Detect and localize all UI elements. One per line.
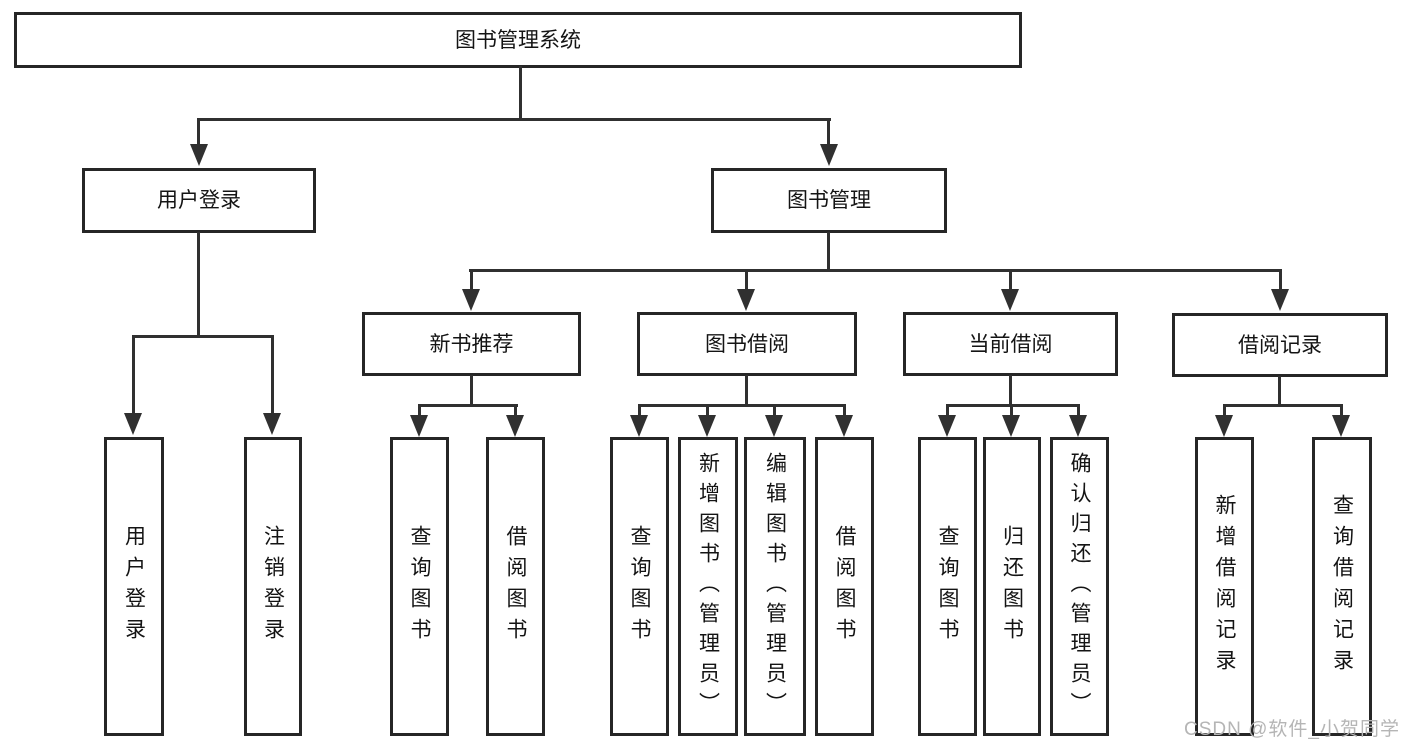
- connector-line: [1223, 406, 1226, 417]
- node-borrowing-records: 借阅记录: [1172, 313, 1388, 377]
- connector-line: [271, 337, 274, 415]
- connector-line: [1077, 406, 1080, 417]
- leaf-borrow-books-borrowing: 借阅图书: [815, 437, 874, 736]
- arrowhead-icon: [1271, 289, 1289, 311]
- leaf-add-borrow-record: 新增借阅记录: [1195, 437, 1254, 736]
- leaf-user-login: 用户登录: [104, 437, 164, 736]
- leaf-add-book-admin: 新增图书（管理员）: [678, 437, 738, 736]
- arrowhead-icon: [1215, 415, 1233, 437]
- leaf-borrow-books-recommend: 借阅图书: [486, 437, 545, 736]
- node-user-login: 用户登录: [82, 168, 316, 233]
- connector-line: [514, 406, 517, 417]
- connector-line: [827, 232, 830, 272]
- leaf-return-books: 归还图书: [983, 437, 1041, 736]
- arrowhead-icon: [124, 413, 142, 435]
- connector-line: [132, 335, 274, 338]
- arrowhead-icon: [1332, 415, 1350, 437]
- arrowhead-icon: [835, 415, 853, 437]
- connector-line: [519, 66, 522, 120]
- connector-line: [1009, 271, 1012, 291]
- connector-line: [773, 406, 776, 417]
- connector-line: [470, 375, 473, 407]
- connector-line: [469, 269, 1282, 272]
- leaf-query-books-recommend: 查询图书: [390, 437, 449, 736]
- leaf-query-books-current: 查询图书: [918, 437, 977, 736]
- connector-line: [1009, 375, 1012, 407]
- connector-line: [1279, 271, 1282, 291]
- connector-line: [197, 118, 831, 121]
- connector-line: [827, 120, 830, 148]
- connector-line: [132, 337, 135, 415]
- connector-line: [706, 406, 709, 417]
- arrowhead-icon: [1001, 289, 1019, 311]
- arrowhead-icon: [737, 289, 755, 311]
- connector-line: [470, 271, 473, 291]
- leaf-query-borrow-record: 查询借阅记录: [1312, 437, 1372, 736]
- arrowhead-icon: [410, 415, 428, 437]
- connector-line: [1278, 376, 1281, 406]
- leaf-logout: 注销登录: [244, 437, 302, 736]
- node-book-borrowing: 图书借阅: [637, 312, 857, 376]
- arrowhead-icon: [506, 415, 524, 437]
- connector-line: [197, 232, 200, 338]
- connector-line: [1340, 406, 1343, 417]
- connector-line: [638, 404, 846, 407]
- arrowhead-icon: [938, 415, 956, 437]
- connector-line: [843, 406, 846, 417]
- connector-line: [197, 120, 200, 148]
- leaf-confirm-return-admin: 确认归还（管理员）: [1050, 437, 1109, 736]
- connector-line: [418, 404, 518, 407]
- arrowhead-icon: [630, 415, 648, 437]
- connector-line: [946, 404, 1080, 407]
- arrowhead-icon: [1069, 415, 1087, 437]
- node-book-management: 图书管理: [711, 168, 947, 233]
- arrowhead-icon: [1002, 415, 1020, 437]
- connector-line: [418, 406, 421, 417]
- leaf-edit-book-admin: 编辑图书（管理员）: [744, 437, 806, 736]
- node-library-management-system: 图书管理系统: [14, 12, 1022, 68]
- arrowhead-icon: [698, 415, 716, 437]
- connector-line: [1010, 406, 1013, 417]
- connector-line: [745, 271, 748, 291]
- arrowhead-icon: [462, 289, 480, 311]
- node-current-borrowing: 当前借阅: [903, 312, 1118, 376]
- arrowhead-icon: [820, 144, 838, 166]
- connector-line: [946, 406, 949, 417]
- connector-line: [638, 406, 641, 417]
- arrowhead-icon: [190, 144, 208, 166]
- arrowhead-icon: [263, 413, 281, 435]
- connector-line: [1223, 404, 1343, 407]
- leaf-query-books-borrowing: 查询图书: [610, 437, 669, 736]
- csdn-watermark: CSDN @软件_小贺同学: [1184, 719, 1400, 740]
- connector-line: [745, 375, 748, 407]
- arrowhead-icon: [765, 415, 783, 437]
- node-new-book-recommendation: 新书推荐: [362, 312, 581, 376]
